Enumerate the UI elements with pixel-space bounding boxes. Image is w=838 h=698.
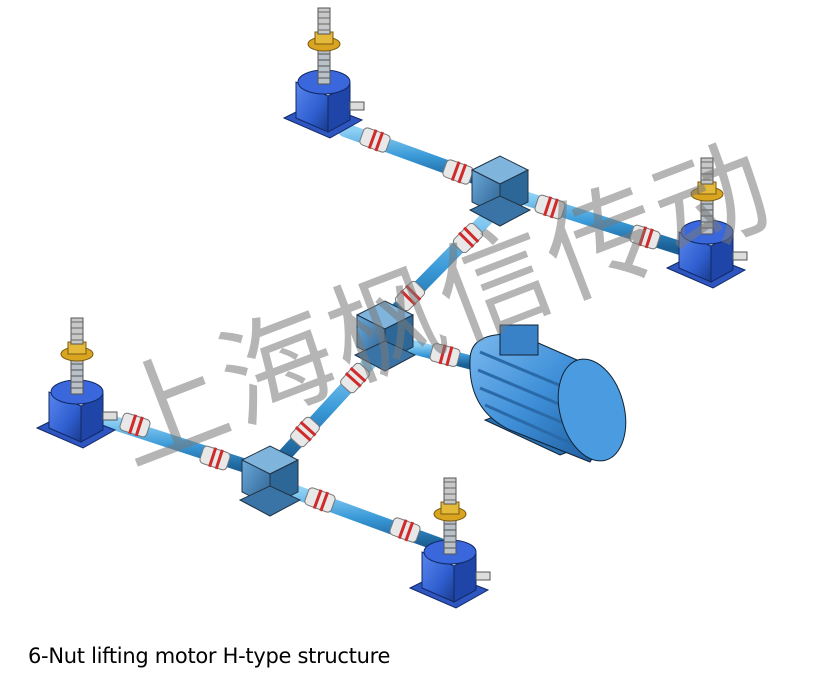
- screw-jack-top-left: [283, 7, 365, 139]
- coupling: [440, 157, 476, 187]
- image-caption: 6-Nut lifting motor H-type structure: [28, 644, 391, 668]
- electric-motor: [469, 324, 627, 463]
- screw-jack-bottom-left: [36, 317, 118, 449]
- coupling: [302, 485, 338, 515]
- coupling: [428, 341, 462, 369]
- gearbox-top: [469, 155, 531, 227]
- gearboxes: [239, 155, 531, 517]
- coupling: [628, 222, 662, 252]
- coupling: [533, 192, 567, 222]
- coupling: [198, 443, 232, 473]
- coupling: [118, 410, 152, 440]
- coupling: [387, 515, 423, 545]
- gearbox-bottom: [239, 445, 301, 517]
- coupling: [357, 125, 393, 155]
- screw-jack-top-right: [666, 157, 748, 289]
